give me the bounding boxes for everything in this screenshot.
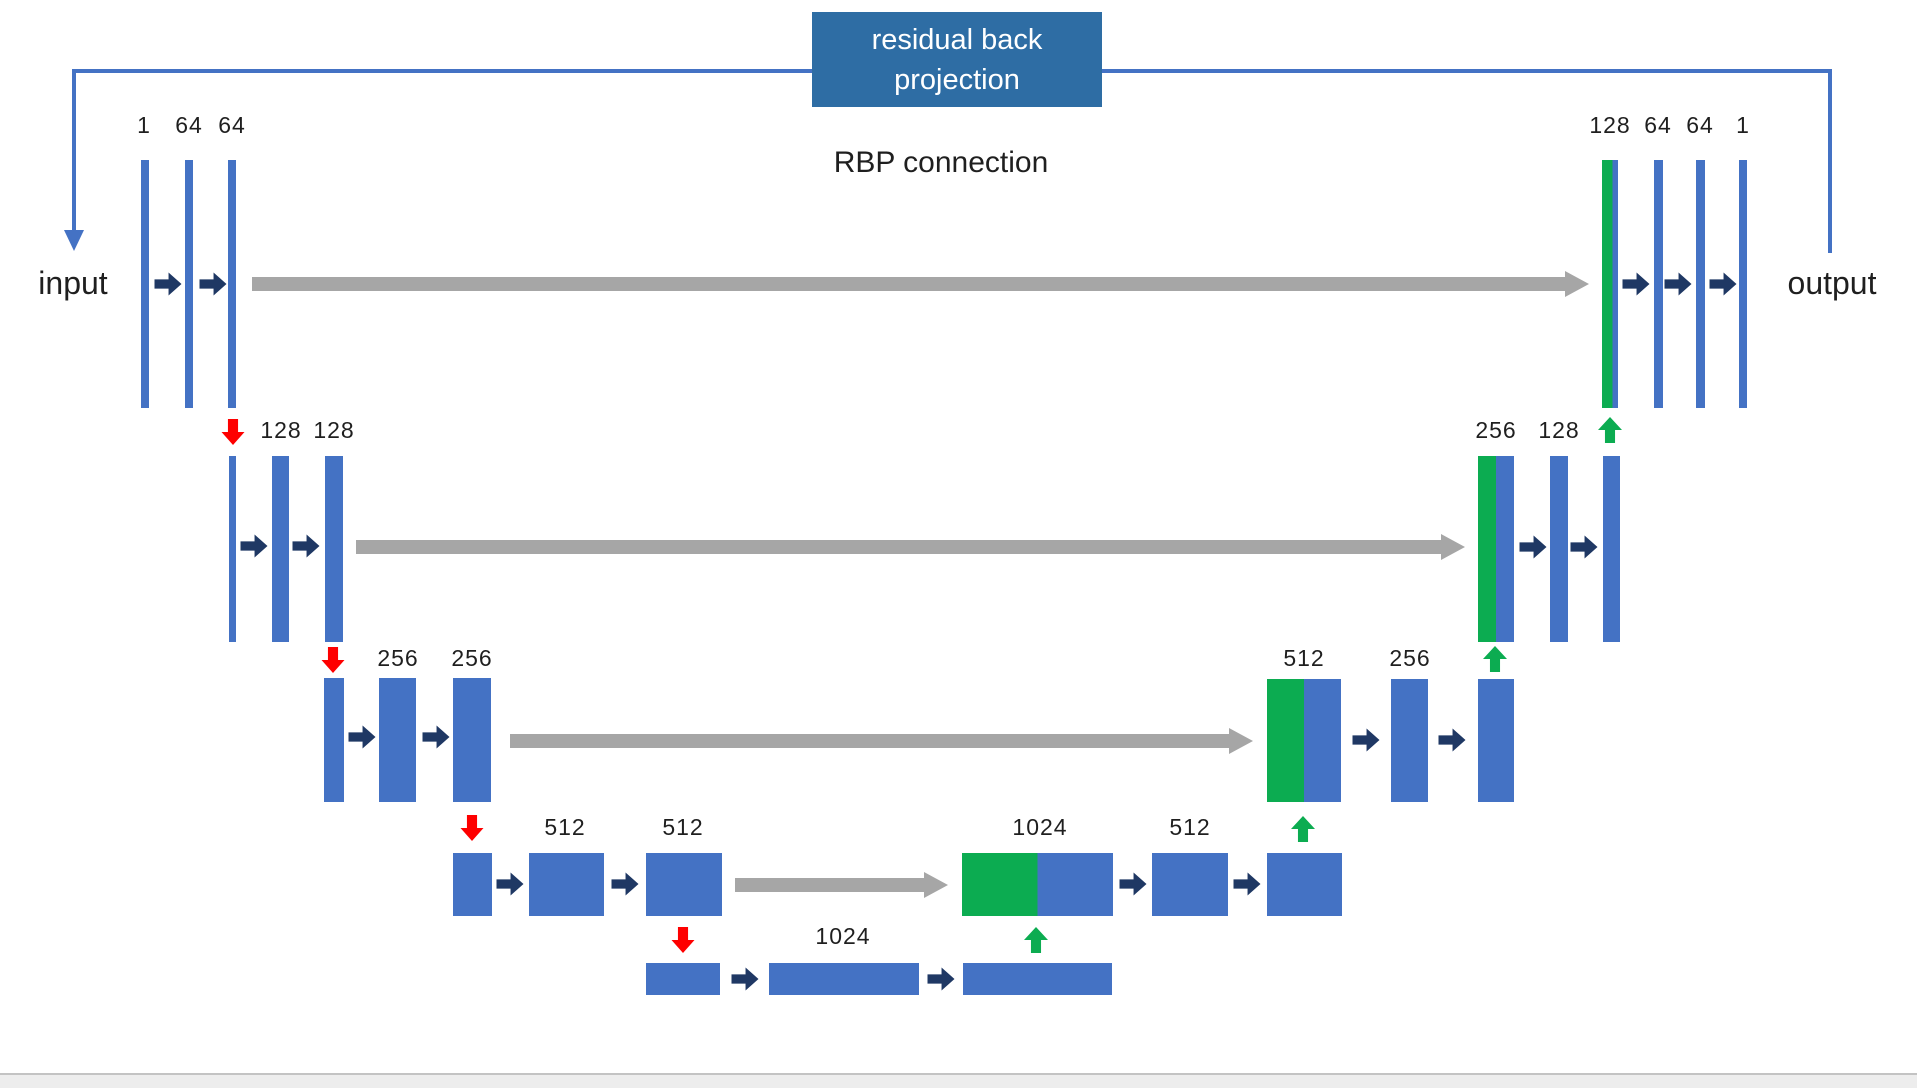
channel-label: 64 xyxy=(1686,112,1714,138)
skip-arrow-shaft xyxy=(356,540,1441,554)
rbp-line-segment xyxy=(1828,69,1832,253)
title-box-line2: projection xyxy=(894,63,1020,96)
conv-arrow-icon xyxy=(348,725,376,749)
skip-connection-arrow xyxy=(510,728,1253,754)
enc4-pooled-bar xyxy=(453,853,492,916)
enc2-conv-bar-1 xyxy=(272,456,289,642)
enc3-conv-bar-2 xyxy=(453,678,491,802)
downsample-arrow-icon xyxy=(460,815,484,841)
conv-arrow-icon xyxy=(1233,872,1261,896)
conv-arrow-icon xyxy=(1119,872,1147,896)
rbp-line-arrowhead-down xyxy=(64,230,84,251)
enc4-conv-bar-2 xyxy=(646,853,722,916)
channel-label: 1024 xyxy=(815,923,871,949)
skip-arrow-head xyxy=(1441,534,1465,560)
channel-label: 1 xyxy=(1736,112,1750,138)
conv-arrow-icon xyxy=(731,967,759,991)
enc4-conv-bar-1 xyxy=(529,853,604,916)
dec4-conv-bar-1 xyxy=(1152,853,1228,916)
upsample-arrow-icon xyxy=(1483,646,1507,672)
downsample-arrow-icon xyxy=(221,419,245,445)
channel-label: 256 xyxy=(1389,645,1431,671)
conv-arrow-icon xyxy=(927,967,955,991)
rbp-line-segment xyxy=(72,69,76,232)
channel-label: 256 xyxy=(377,645,419,671)
skip-connection-arrow xyxy=(735,872,948,898)
enc1-conv-bar-2 xyxy=(228,160,236,408)
dec3-conv-bar-2 xyxy=(1478,679,1514,802)
channel-label: 512 xyxy=(662,814,704,840)
conv-arrow-icon xyxy=(1438,728,1466,752)
skip-arrow-shaft xyxy=(510,734,1229,748)
channel-label: 1024 xyxy=(1012,814,1068,840)
skip-arrow-head xyxy=(1229,728,1253,754)
bottleneck-conv-bar-1 xyxy=(769,963,919,995)
enc2-conv-bar-2 xyxy=(325,456,343,642)
dec3-concat-bar xyxy=(1267,679,1341,802)
channel-label: 512 xyxy=(1169,814,1211,840)
dec2-conv-bar-2 xyxy=(1603,456,1620,642)
conv-arrow-icon xyxy=(1709,272,1737,296)
bottleneck-pooled-bar xyxy=(646,963,720,995)
conv-arrow-icon xyxy=(154,272,182,296)
dec1-concat-bar xyxy=(1602,160,1618,408)
dec3-conv-bar-1 xyxy=(1391,679,1428,802)
input-label: input xyxy=(38,265,108,301)
enc3-pooled-bar xyxy=(324,678,344,802)
conv-arrow-icon xyxy=(611,872,639,896)
conv-arrow-icon xyxy=(1519,535,1547,559)
output-bar xyxy=(1739,160,1747,408)
dec4-conv-bar-2 xyxy=(1267,853,1342,916)
upsample-arrow-icon xyxy=(1291,816,1315,842)
conv-arrow-icon xyxy=(292,534,320,558)
channel-label: 512 xyxy=(544,814,586,840)
dec1-conv-bar-2 xyxy=(1696,160,1705,408)
skip-connection-arrow xyxy=(356,534,1465,560)
channel-label: 128 xyxy=(260,417,302,443)
rbp-connection-label: RBP connection xyxy=(833,146,1049,179)
conv-arrow-icon xyxy=(422,725,450,749)
upsample-arrow-icon xyxy=(1598,417,1622,443)
conv-arrow-icon xyxy=(1622,272,1650,296)
title-box-line1: residual back xyxy=(871,23,1043,56)
dec1-conv-bar-1 xyxy=(1654,160,1663,408)
upsample-arrow-icon xyxy=(1024,927,1048,953)
skip-arrow-head xyxy=(924,872,948,898)
channel-label: 128 xyxy=(1538,417,1580,443)
downsample-arrow-icon xyxy=(321,647,345,673)
enc3-conv-bar-1 xyxy=(379,678,416,802)
channel-label: 128 xyxy=(313,417,355,443)
enc1-conv-bar-1 xyxy=(185,160,193,408)
output-label: output xyxy=(1787,265,1877,301)
residual-back-projection-box: residual back projection xyxy=(812,12,1102,107)
conv-arrow-icon xyxy=(496,872,524,896)
dec4-concat-bar xyxy=(962,853,1113,916)
channel-label: 256 xyxy=(451,645,493,671)
channel-label: 64 xyxy=(1644,112,1672,138)
channel-label: 128 xyxy=(1589,112,1631,138)
conv-arrow-icon xyxy=(1352,728,1380,752)
skip-arrow-shaft xyxy=(252,277,1565,291)
channel-label: 64 xyxy=(218,112,246,138)
skip-arrow-shaft xyxy=(735,878,924,892)
skip-arrow-head xyxy=(1565,271,1589,297)
channel-label: 64 xyxy=(175,112,203,138)
conv-arrow-icon xyxy=(1664,272,1692,296)
bottleneck-conv-bar-2 xyxy=(963,963,1112,995)
conv-arrow-icon xyxy=(1570,535,1598,559)
conv-arrow-icon xyxy=(240,534,268,558)
dec2-concat-bar xyxy=(1478,456,1514,642)
dec2-conv-bar-1 xyxy=(1550,456,1568,642)
window-bottom-strip xyxy=(0,1073,1917,1088)
enc1-input-bar xyxy=(141,160,149,408)
conv-arrow-icon xyxy=(199,272,227,296)
channel-label: 1 xyxy=(137,112,151,138)
downsample-arrow-icon xyxy=(671,927,695,953)
enc2-pooled-bar xyxy=(229,456,236,642)
skip-connection-arrow xyxy=(252,271,1589,297)
channel-label: 512 xyxy=(1283,645,1325,671)
channel-label: 256 xyxy=(1475,417,1517,443)
